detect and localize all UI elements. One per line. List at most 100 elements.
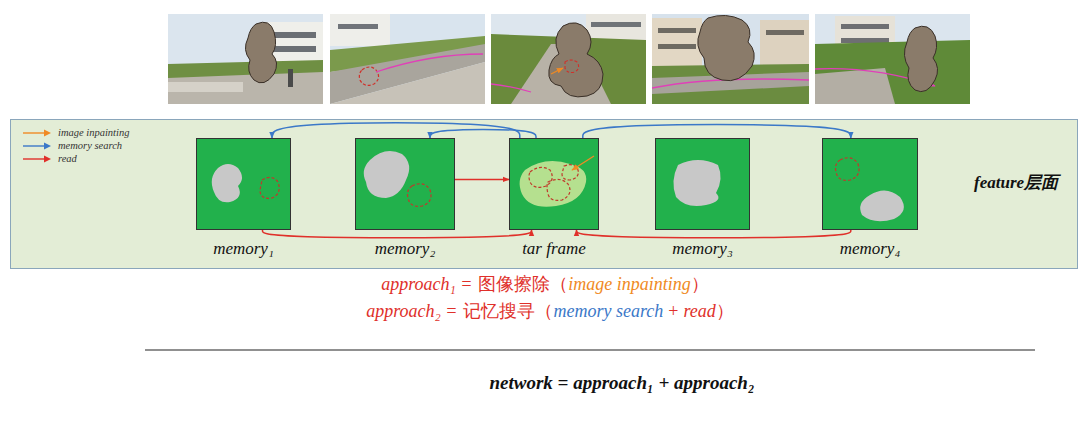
- legend-text: read: [58, 153, 77, 164]
- illustration-shape: [673, 160, 720, 206]
- formula-text: network = approach₁ + approach₂: [489, 372, 754, 394]
- illustration-shape: [658, 28, 696, 33]
- illustration-shape: [547, 179, 570, 200]
- approach-text: 图像擦除（: [478, 272, 568, 296]
- illustration-shape: [245, 22, 276, 83]
- illustration-shape: [509, 138, 599, 230]
- illustration-shape: [260, 177, 279, 198]
- feature-map-box: memory₃: [655, 138, 750, 230]
- illustration-shape: [529, 167, 552, 187]
- photo-frame: [652, 14, 809, 104]
- legend-row: memory search: [22, 139, 129, 152]
- legend-row: read: [22, 152, 129, 165]
- illustration-shape: [860, 190, 904, 221]
- node-label: memory₁: [144, 240, 344, 259]
- approach-text: ）: [691, 272, 709, 296]
- memory-search-arrow: [583, 125, 851, 138]
- illustration-shape: [841, 38, 889, 43]
- legend-line: [23, 158, 45, 159]
- illustration-shape: [272, 46, 316, 52]
- photo-frame: [491, 14, 646, 104]
- illustration-shape: [364, 151, 409, 198]
- approach-text: approach₂ =: [366, 301, 457, 322]
- node-label: memory₃: [603, 240, 803, 259]
- illustration-shape: [288, 69, 293, 87]
- panel-heading: feature层面: [974, 174, 1058, 193]
- approach-text: ）: [716, 299, 734, 323]
- illustration-shape: [272, 32, 316, 38]
- illustration-shape: [330, 44, 485, 104]
- illustration-shape: [168, 14, 323, 104]
- legend-head: [44, 155, 51, 162]
- illustration-shape: [338, 24, 378, 29]
- legend-line: [23, 132, 45, 133]
- feature-map-box: memory₄: [822, 138, 918, 230]
- illustration-shape: [551, 68, 563, 74]
- approach-text: image inpainting: [568, 274, 691, 295]
- illustration-shape: [815, 40, 970, 104]
- label-row: approach₁ =图像擦除（image inpainting）: [0, 272, 1088, 296]
- approach-text: +: [668, 301, 678, 322]
- illustration-shape: [815, 14, 970, 104]
- illustration-shape: [491, 84, 531, 92]
- illustration-shape: [408, 184, 432, 207]
- approach-text: read: [683, 301, 715, 322]
- node-label: memory₄: [770, 240, 970, 259]
- illustration-shape: [841, 24, 889, 29]
- feature-panel: memory₁memory₂tar framememory₃memory₄fea…: [10, 119, 1078, 269]
- photo-frame: [815, 14, 970, 104]
- illustration-shape: [836, 158, 860, 181]
- feature-map-box: memory₂: [355, 138, 455, 230]
- label-row: approach₂ = 记忆搜寻（memory search+read）: [0, 299, 1088, 323]
- legend-arrow-sample: [22, 128, 52, 138]
- illustration-shape: [330, 14, 485, 104]
- read-arrow: [455, 179, 509, 181]
- illustration-shape: [355, 138, 455, 230]
- legend-arrow-sample: [22, 154, 52, 164]
- illustration-shape: [168, 82, 243, 92]
- illustration-shape: [822, 138, 918, 230]
- illustration-shape: [168, 72, 323, 104]
- legend: image inpaintingmemory search read: [22, 126, 129, 165]
- illustration-shape: [698, 15, 755, 80]
- photo-frame: [168, 14, 323, 104]
- approach-text: memory search: [553, 301, 663, 322]
- feature-map-box: tar frame: [509, 138, 599, 230]
- label-row: network = approach₁ + approach₂: [0, 372, 1088, 394]
- illustration-shape: [766, 30, 804, 35]
- illustration-shape: [655, 138, 750, 230]
- legend-head: [44, 142, 51, 149]
- illustration-shape: [572, 156, 594, 170]
- photo-frame: [330, 14, 485, 104]
- illustration-shape: [491, 14, 646, 104]
- illustration-shape: [212, 164, 242, 202]
- illustration-shape: [760, 20, 809, 68]
- node-label: tar frame: [454, 240, 654, 259]
- legend-arrow-sample: [22, 141, 52, 151]
- illustration-shape: [10, 119, 1078, 269]
- legend-head: [44, 129, 51, 136]
- node-label: memory₂: [305, 240, 505, 259]
- illustration-shape: [565, 60, 579, 73]
- legend-text: memory search: [58, 140, 122, 151]
- divider-rule: [145, 349, 1035, 350]
- illustration-shape: [359, 67, 378, 85]
- illustration-shape: [658, 44, 696, 49]
- illustration-shape: [904, 26, 937, 91]
- legend-row: image inpainting: [22, 126, 129, 139]
- legend-line: [23, 145, 45, 146]
- memory-search-arrow: [430, 129, 536, 138]
- illustration-shape: [330, 14, 390, 46]
- approach-text: 记忆搜寻（: [463, 299, 553, 323]
- memory-search-arrow: [272, 123, 520, 138]
- illustration-shape: [376, 54, 483, 72]
- illustration-shape: [549, 23, 603, 97]
- illustration-shape: [196, 138, 291, 230]
- illustration-shape: [652, 18, 702, 68]
- read-arrow: [263, 230, 532, 238]
- feature-map-box: memory₁: [196, 138, 291, 230]
- illustration-shape: [652, 14, 809, 104]
